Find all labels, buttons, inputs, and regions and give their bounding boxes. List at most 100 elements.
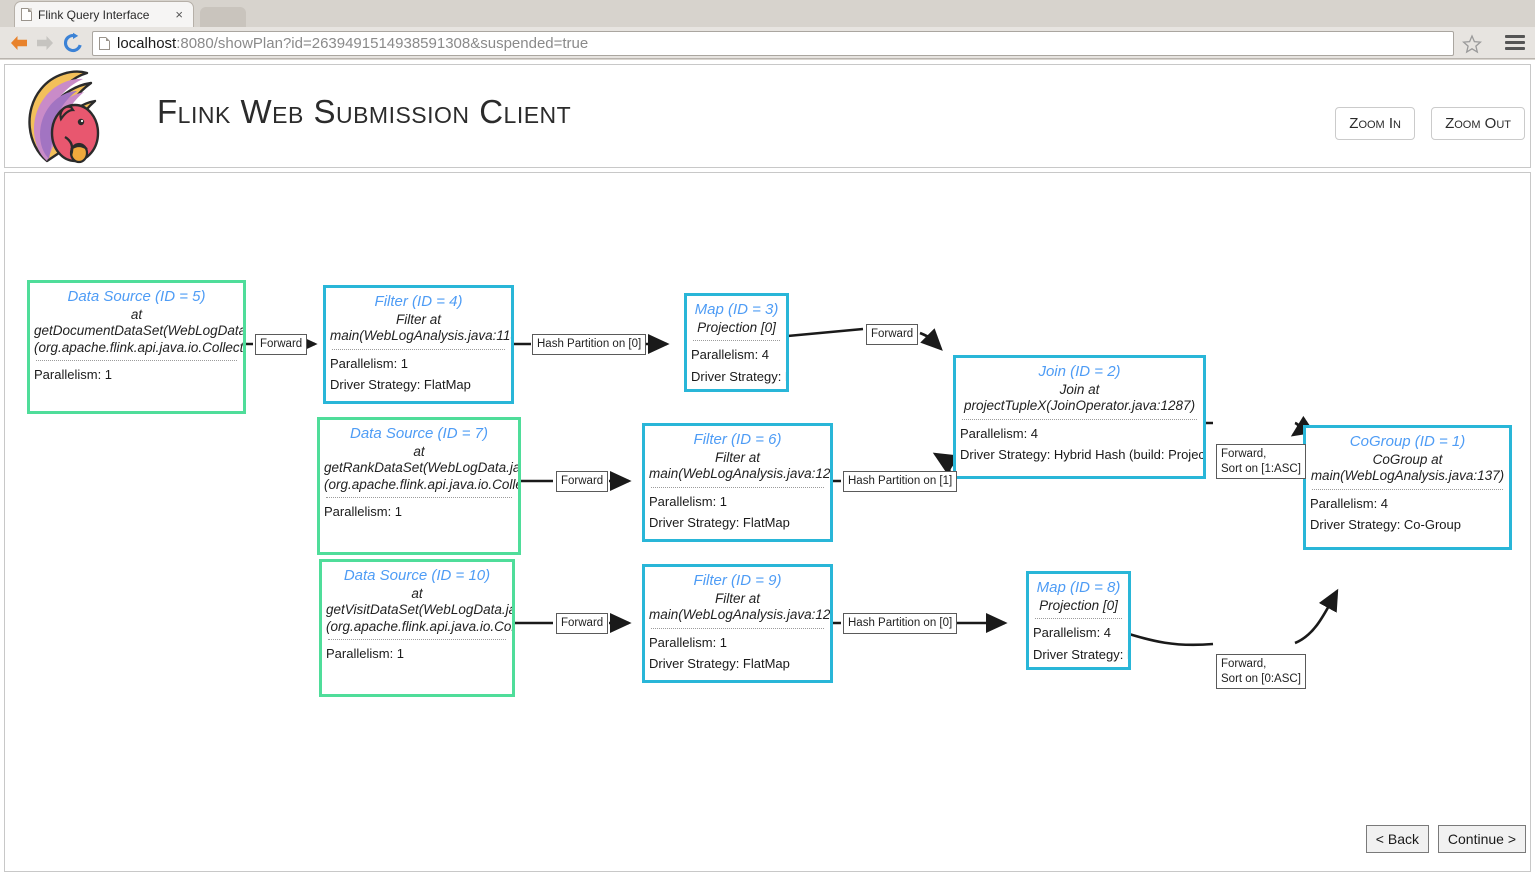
page-info-icon <box>99 37 110 50</box>
node-parallelism: Parallelism: 4 <box>691 347 770 363</box>
node-subtitle: Filter at main(WebLogAnalysis.java:115) <box>330 312 514 344</box>
node-properties: Parallelism: 1 <box>320 498 518 524</box>
edge-label-forward-sort-8-1: Forward, Sort on [0:ASC] <box>1216 654 1306 690</box>
address-bar[interactable]: localhost:8080/showPlan?id=2639491514938… <box>92 31 1454 56</box>
node-title: Filter (ID = 6) <box>693 431 782 448</box>
back-arrow-icon[interactable] <box>8 32 30 54</box>
edge-label-line1: Forward <box>561 617 604 629</box>
back-button[interactable]: < Back <box>1365 825 1429 853</box>
node-properties: Parallelism: 4 Driver Strategy: Hybrid H… <box>956 420 1203 467</box>
node-divider <box>36 360 237 362</box>
node-divider <box>326 497 512 499</box>
node-parallelism: Parallelism: 4 <box>1033 625 1112 641</box>
forward-arrow-icon[interactable] <box>34 32 56 54</box>
page-title: Flink Web Submission Client <box>157 93 572 130</box>
zoom-out-button[interactable]: Zoom Out <box>1431 107 1525 140</box>
url-host: localhost <box>117 35 177 52</box>
node-subtitle: CoGroup at main(WebLogAnalysis.java:137) <box>1310 452 1505 484</box>
node-properties: Parallelism: 4 Driver Strategy: Co-Group <box>1306 490 1509 537</box>
node-parallelism: Parallelism: 1 <box>330 355 409 371</box>
plan-node-map-8[interactable]: Map (ID = 8) Projection [0] Parallelism:… <box>1026 571 1131 670</box>
edge-label-forward-3-2: Forward <box>866 324 919 345</box>
node-divider <box>1312 488 1503 490</box>
plan-node-data-source-10[interactable]: Data Source (ID = 10) at getVisitDataSet… <box>319 559 515 697</box>
plan-node-filter-9[interactable]: Filter (ID = 9) Filter at main(WebLogAna… <box>642 564 833 683</box>
browser-toolbar: localhost:8080/showPlan?id=2639491514938… <box>0 27 1535 59</box>
continue-button[interactable]: Continue > <box>1437 825 1526 853</box>
node-title: Filter (ID = 9) <box>693 572 782 589</box>
edge-label-line1: Forward, <box>1221 658 1267 670</box>
node-title: Join (ID = 2) <box>1038 363 1121 380</box>
browser-tab-flink-query-interface[interactable]: Flink Query Interface × <box>14 1 194 27</box>
node-divider <box>962 418 1197 420</box>
node-title: Data Source (ID = 7) <box>350 425 488 442</box>
node-parallelism: Parallelism: 1 <box>649 493 728 509</box>
node-parallelism: Parallelism: 4 <box>960 425 1039 441</box>
close-icon[interactable]: × <box>175 7 183 22</box>
plan-node-join-2[interactable]: Join (ID = 2) Join at projectTupleX(Join… <box>953 355 1206 479</box>
app-header: Flink Web Submission Client Zoom In Zoom… <box>4 64 1531 168</box>
node-title: CoGroup (ID = 1) <box>1349 433 1466 450</box>
edge-label-line1: Forward, <box>1221 448 1267 460</box>
edge-label-line1: Forward <box>561 475 604 487</box>
node-properties: Parallelism: 1 <box>30 361 243 387</box>
edge-label-forward-5-4: Forward <box>255 334 308 355</box>
node-divider <box>651 486 824 488</box>
edge-label-hash-partition-4-3: Hash Partition on [0] <box>532 334 647 355</box>
node-subtitle: at getRankDataSet(WebLogData.java:414) (… <box>324 444 521 492</box>
address-bar-url: localhost:8080/showPlan?id=2639491514938… <box>117 35 588 52</box>
plan-node-data-source-5[interactable]: Data Source (ID = 5) at getDocumentDataS… <box>27 280 246 414</box>
plan-node-filter-6[interactable]: Filter (ID = 6) Filter at main(WebLogAna… <box>642 423 833 542</box>
node-divider <box>332 348 505 350</box>
node-subtitle: Projection [0] <box>1039 598 1118 613</box>
node-subtitle: at getVisitDataSet(WebLogData.java:424) … <box>326 586 515 634</box>
hamburger-menu-icon[interactable] <box>1505 35 1525 51</box>
node-parallelism: Parallelism: 1 <box>649 634 728 650</box>
node-parallelism: Parallelism: 1 <box>34 367 113 383</box>
plan-node-data-source-7[interactable]: Data Source (ID = 7) at getRankDataSet(W… <box>317 417 521 555</box>
node-parallelism: Parallelism: 1 <box>324 504 403 520</box>
node-parallelism: Parallelism: 1 <box>326 646 405 662</box>
node-title: Data Source (ID = 5) <box>67 288 206 305</box>
node-properties: Parallelism: 1 Driver Strategy: FlatMap <box>645 629 830 676</box>
edge-label-hash-partition-9-8: Hash Partition on [0] <box>843 613 958 634</box>
reload-icon[interactable] <box>62 32 84 54</box>
edge-label-forward-sort-2-1: Forward, Sort on [1:ASC] <box>1216 444 1306 480</box>
url-path: :8080/showPlan?id=2639491514938591308&su… <box>176 35 589 52</box>
node-title: Filter (ID = 4) <box>374 293 463 310</box>
node-driver-strategy: Driver Strategy: FlatMap <box>649 514 790 530</box>
node-divider <box>328 639 506 641</box>
edge-label-forward-7-6: Forward <box>556 471 609 492</box>
edge-label-line2: Sort on [1:ASC] <box>1221 462 1301 475</box>
node-subtitle: Filter at main(WebLogAnalysis.java:124) <box>649 591 833 623</box>
node-properties: Parallelism: 4 Driver Strategy: Map <box>1029 619 1128 666</box>
page-body: Flink Web Submission Client Zoom In Zoom… <box>0 60 1535 876</box>
edge-label-line1: Forward <box>260 338 303 350</box>
node-properties: Parallelism: 1 <box>322 640 512 666</box>
edge-label-line2: Sort on [0:ASC] <box>1221 672 1301 685</box>
edge-label-forward-10-9: Forward <box>556 613 609 634</box>
new-tab-button[interactable] <box>200 7 246 27</box>
node-subtitle: Filter at main(WebLogAnalysis.java:120) <box>649 450 833 482</box>
node-properties: Parallelism: 4 Driver Strategy: Map <box>687 341 786 388</box>
node-driver-strategy: Driver Strategy: Map <box>1033 646 1128 662</box>
node-title: Data Source (ID = 10) <box>343 567 491 584</box>
node-driver-strategy: Driver Strategy: Map <box>691 368 786 384</box>
edge-label-line1: Hash Partition on [0] <box>537 338 642 350</box>
zoom-in-button[interactable]: Zoom In <box>1335 107 1415 140</box>
browser-tabstrip: Flink Query Interface × <box>0 0 1535 27</box>
browser-chrome: Flink Query Interface × localhost:8080/s… <box>0 0 1535 60</box>
node-properties: Parallelism: 1 Driver Strategy: FlatMap <box>645 488 830 535</box>
execution-plan-canvas[interactable]: Data Source (ID = 5) at getDocumentDataS… <box>4 172 1531 872</box>
plan-node-map-3[interactable]: Map (ID = 3) Projection [0] Parallelism:… <box>684 293 789 392</box>
browser-tab-title: Flink Query Interface <box>38 7 150 22</box>
plan-node-cogroup-1[interactable]: CoGroup (ID = 1) CoGroup at main(WebLogA… <box>1303 425 1512 550</box>
edge-label-line1: Forward <box>871 328 914 340</box>
node-driver-strategy: Driver Strategy: FlatMap <box>330 376 471 392</box>
bookmark-star-icon[interactable] <box>1461 33 1483 55</box>
node-subtitle: Join at projectTupleX(JoinOperator.java:… <box>963 382 1196 414</box>
node-divider <box>1035 618 1122 620</box>
plan-node-filter-4[interactable]: Filter (ID = 4) Filter at main(WebLogAna… <box>323 285 514 404</box>
page-favicon-icon <box>21 8 32 21</box>
node-title: Map (ID = 8) <box>1036 579 1121 596</box>
